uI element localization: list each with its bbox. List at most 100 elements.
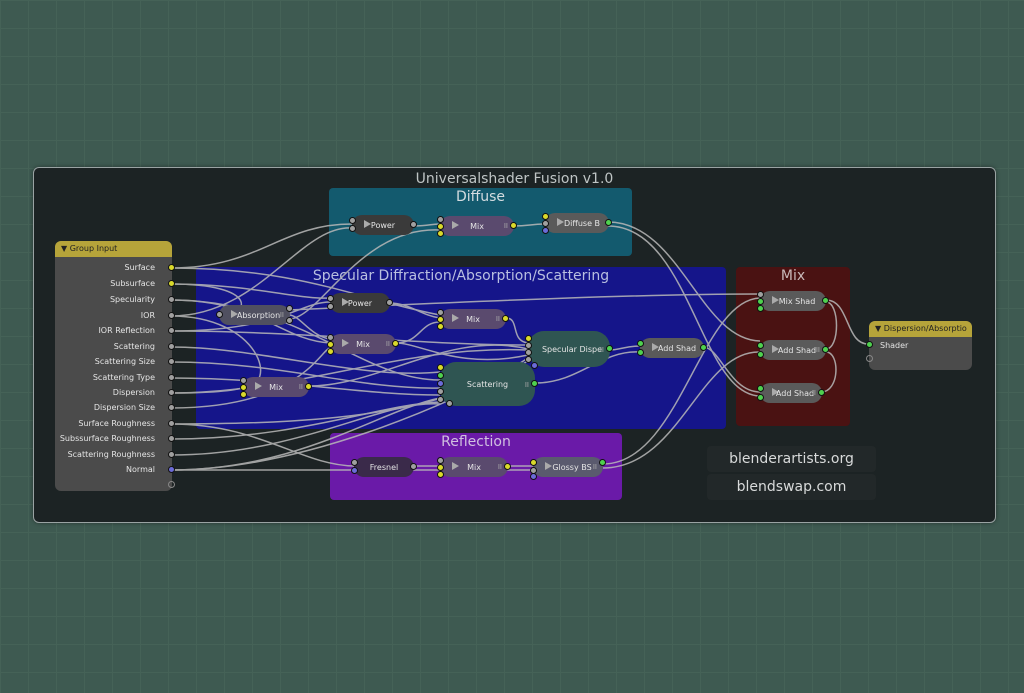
drag-handle-icon[interactable]: II — [815, 346, 820, 354]
collapse-arrow-icon[interactable] — [772, 388, 779, 396]
input-socket[interactable] — [437, 457, 444, 464]
input-socket[interactable] — [542, 220, 549, 227]
input-socket[interactable] — [349, 217, 356, 224]
output-socket[interactable] — [531, 380, 538, 387]
input-socket[interactable] — [525, 349, 532, 356]
output-socket[interactable] — [168, 389, 175, 396]
collapse-arrow-icon[interactable] — [255, 382, 262, 390]
output-socket[interactable] — [168, 296, 175, 303]
output-socket[interactable] — [168, 466, 175, 473]
input-socket[interactable] — [437, 323, 444, 330]
input-socket[interactable] — [437, 380, 444, 387]
output-socket[interactable] — [605, 219, 612, 226]
collapse-arrow-icon[interactable] — [557, 218, 564, 226]
node-add-shader-specular[interactable]: Add Shad — [637, 338, 707, 358]
input-socket[interactable] — [437, 230, 444, 237]
output-socket[interactable] — [286, 305, 293, 312]
input-socket[interactable] — [437, 364, 444, 371]
node-glossy-bsdf[interactable]: Glossy BS II — [530, 457, 606, 480]
node-mix-diffuse[interactable]: Mix II — [437, 216, 517, 237]
output-socket[interactable] — [700, 344, 707, 351]
input-socket[interactable] — [637, 340, 644, 347]
output-socket[interactable] — [168, 451, 175, 458]
output-socket[interactable] — [606, 345, 613, 352]
input-socket[interactable] — [437, 464, 444, 471]
node-power-diffuse[interactable]: Power — [349, 215, 417, 235]
input-socket[interactable] — [525, 356, 532, 363]
collapse-arrow-icon[interactable] — [545, 462, 552, 470]
output-socket[interactable] — [822, 297, 829, 304]
drag-handle-icon[interactable]: II — [298, 383, 303, 391]
input-socket[interactable] — [437, 316, 444, 323]
output-socket[interactable] — [392, 340, 399, 347]
input-socket[interactable] — [351, 459, 358, 466]
node-scattering[interactable]: Scattering II — [437, 362, 538, 407]
input-socket[interactable] — [437, 223, 444, 230]
drag-handle-icon[interactable]: II — [497, 463, 502, 471]
input-socket[interactable] — [446, 400, 453, 407]
input-socket[interactable] — [866, 341, 873, 348]
output-socket[interactable] — [168, 343, 175, 350]
output-socket[interactable] — [168, 420, 175, 427]
drag-handle-icon[interactable]: II — [385, 340, 390, 348]
output-socket[interactable] — [168, 404, 175, 411]
output-socket[interactable] — [286, 317, 293, 324]
drag-handle-icon[interactable]: II — [279, 311, 284, 319]
group-output-node[interactable]: ▼ Dispersion/Absorptio Shader — [866, 321, 972, 370]
output-socket[interactable] — [168, 358, 175, 365]
output-socket[interactable] — [818, 389, 825, 396]
input-socket[interactable] — [530, 473, 537, 480]
output-socket[interactable] — [168, 374, 175, 381]
node-add-shader-mix-b[interactable]: Add Shad II — [757, 383, 825, 403]
node-mix-reflection[interactable]: Mix II — [437, 457, 511, 478]
group-input-header[interactable]: ▼ Group Input — [55, 241, 172, 257]
node-mix-shader[interactable]: Mix Shad — [757, 291, 829, 312]
input-socket[interactable] — [757, 305, 764, 312]
output-socket[interactable] — [305, 383, 312, 390]
collapse-arrow-icon[interactable] — [452, 462, 459, 470]
input-socket[interactable] — [757, 351, 764, 358]
input-socket[interactable] — [757, 298, 764, 305]
input-socket[interactable] — [757, 342, 764, 349]
output-socket[interactable] — [822, 346, 829, 353]
empty-output-socket[interactable] — [168, 481, 175, 488]
collapse-arrow-icon[interactable] — [342, 339, 349, 347]
collapse-arrow-icon[interactable] — [772, 296, 779, 304]
collapse-arrow-icon[interactable] — [452, 221, 459, 229]
node-mix-specular-b[interactable]: Mix II — [437, 309, 509, 330]
output-socket[interactable] — [510, 222, 517, 229]
output-socket[interactable] — [168, 327, 175, 334]
input-socket[interactable] — [525, 342, 532, 349]
drag-handle-icon[interactable]: II — [592, 463, 597, 471]
input-socket[interactable] — [542, 227, 549, 234]
input-socket[interactable] — [327, 341, 334, 348]
input-socket[interactable] — [757, 291, 764, 298]
node-absorption[interactable]: Absorption II — [216, 305, 293, 325]
input-socket[interactable] — [349, 225, 356, 232]
input-socket[interactable] — [437, 396, 444, 403]
input-socket[interactable] — [327, 348, 334, 355]
node-specular-dispersion[interactable]: Specular Dispe II — [525, 331, 613, 369]
input-socket[interactable] — [351, 467, 358, 474]
drag-handle-icon[interactable]: II — [599, 346, 604, 354]
input-socket[interactable] — [542, 213, 549, 220]
output-socket[interactable] — [502, 315, 509, 322]
output-socket[interactable] — [168, 312, 175, 319]
input-socket[interactable] — [240, 377, 247, 384]
input-socket[interactable] — [327, 295, 334, 302]
input-socket[interactable] — [531, 362, 538, 369]
input-socket[interactable] — [327, 334, 334, 341]
output-socket[interactable] — [410, 463, 417, 470]
input-socket[interactable] — [530, 459, 537, 466]
collapse-arrow-icon[interactable] — [342, 298, 349, 306]
input-socket[interactable] — [757, 385, 764, 392]
input-socket[interactable] — [437, 372, 444, 379]
drag-handle-icon[interactable]: II — [503, 222, 508, 230]
input-socket[interactable] — [437, 471, 444, 478]
node-diffuse-bsdf[interactable]: Diffuse B — [542, 213, 612, 234]
collapse-arrow-icon[interactable] — [452, 314, 459, 322]
input-socket[interactable] — [757, 394, 764, 401]
collapse-arrow-icon[interactable] — [364, 220, 371, 228]
output-socket[interactable] — [168, 435, 175, 442]
group-output-header[interactable]: ▼ Dispersion/Absorptio — [869, 321, 972, 337]
